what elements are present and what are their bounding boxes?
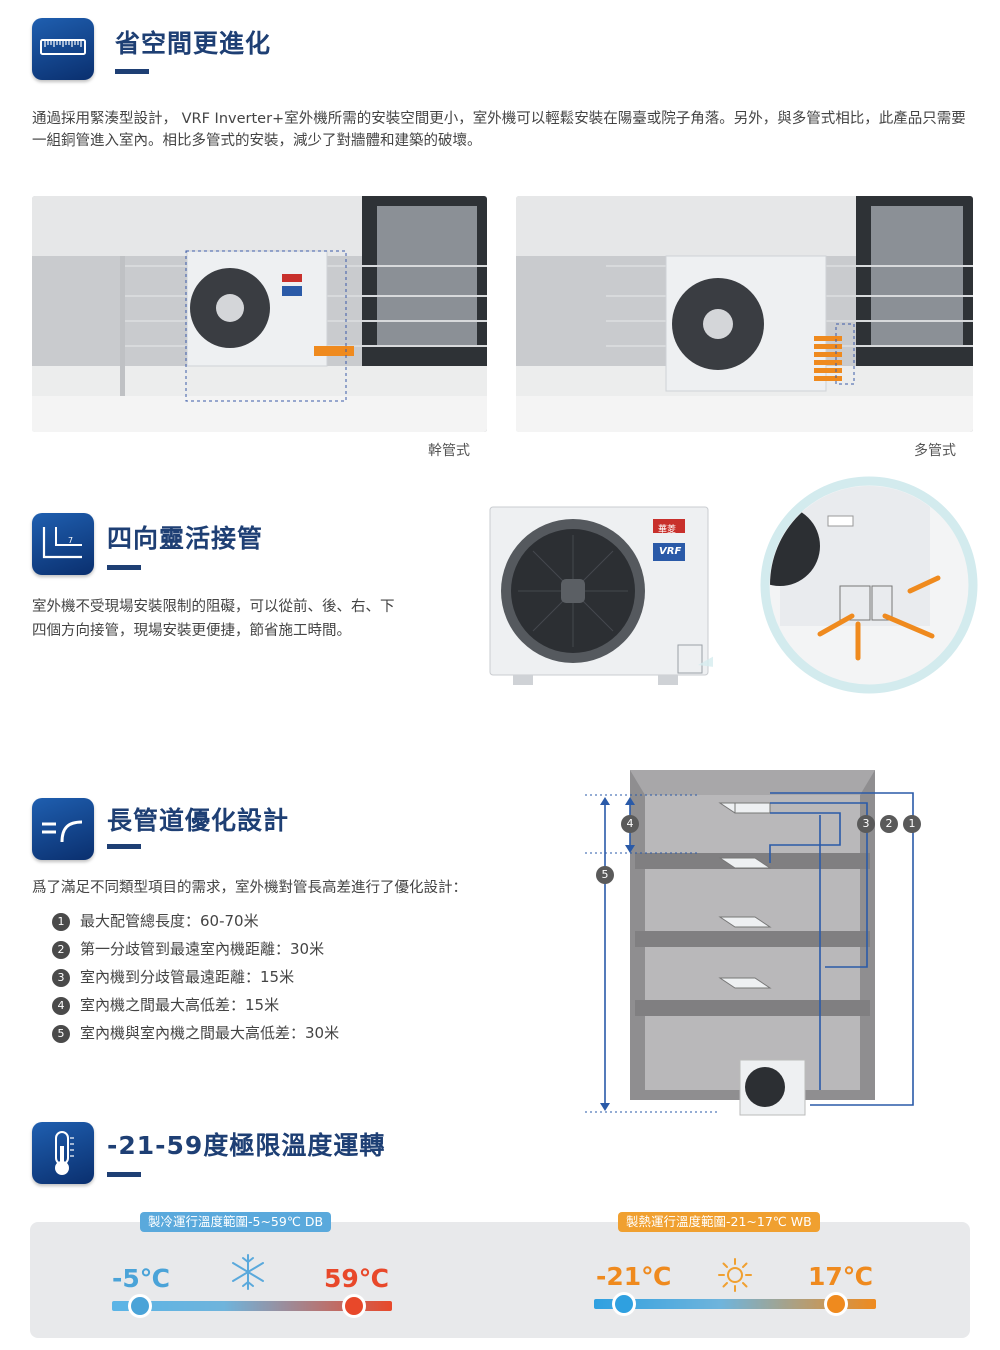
list-item-text: 室內機之間最大高低差：15米 (80, 996, 280, 1014)
caption-multi: 多管式 (914, 443, 956, 459)
cooling-range-bar (112, 1301, 392, 1311)
trunk-pipe-photo (32, 196, 487, 432)
ruler-icon (32, 18, 94, 80)
piping-description-line1: 室外機不受現場安裝限制的阻礙，可以從前、後、右、下 (32, 599, 395, 615)
heating-range-bar (594, 1299, 876, 1309)
title-underline (107, 565, 141, 570)
section-title-space: 省空間更進化 (115, 29, 272, 58)
list-item: 4 室內機之間最大高低差：15米 (52, 994, 279, 1015)
heating-max-knob (824, 1292, 848, 1316)
number-badge: 2 (52, 940, 70, 959)
list-item-text: 最大配管總長度：60-70米 (80, 912, 259, 930)
diagram-number-4: 4 (621, 815, 639, 833)
cooling-max-temp: 59℃ (324, 1264, 390, 1293)
number-badge: 4 (52, 996, 70, 1015)
section-title-piping: 四向靈活接管 (107, 524, 264, 553)
pipe-corner-icon: 7 (32, 513, 94, 575)
building-pipe-diagram: 4 3 2 1 5 (580, 745, 980, 1125)
cooling-min-knob (128, 1294, 152, 1318)
list-item: 5 室內機與室內機之間最大高低差：30米 (52, 1022, 339, 1043)
caption-trunk: 幹管式 (428, 443, 470, 459)
outdoor-unit-image: 華菱 VRF (488, 505, 778, 690)
list-item-text: 室內機與室內機之間最大高低差：30米 (80, 1024, 340, 1042)
svg-text:7: 7 (68, 536, 73, 545)
sun-icon (716, 1256, 754, 1294)
pipe-bend-icon (32, 798, 94, 860)
diagram-number-2: 2 (880, 815, 898, 833)
heating-max-temp: 17℃ (808, 1262, 874, 1291)
list-item-text: 第一分歧管到最遠室內機距離：30米 (80, 940, 325, 958)
cooling-min-temp: -5℃ (112, 1264, 171, 1293)
space-description: 通過採用緊湊型設計， VRF Inverter+室外機所需的安裝空間更小，室外機… (32, 111, 966, 149)
heating-min-knob (612, 1292, 636, 1316)
brand-label: 華菱 (658, 525, 677, 535)
title-underline (107, 1172, 141, 1177)
title-underline (107, 844, 141, 849)
diagram-number-3: 3 (857, 815, 875, 833)
heating-min-temp: -21℃ (596, 1262, 672, 1291)
heating-range-label: 製熱運行溫度範圍-21~17℃ WB (618, 1212, 820, 1232)
vrf-label: VRF (659, 546, 682, 557)
cooling-max-knob (342, 1294, 366, 1318)
list-item: 1 最大配管總長度：60-70米 (52, 910, 259, 931)
thermometer-icon (32, 1122, 94, 1184)
diagram-number-5: 5 (596, 866, 614, 884)
snowflake-icon (228, 1252, 268, 1292)
number-badge: 5 (52, 1024, 70, 1043)
piping-description-line2: 四個方向接管，現場安裝更便捷，節省施工時間。 (32, 623, 351, 639)
title-underline (115, 69, 149, 74)
list-item-text: 室內機到分歧管最遠距離：15米 (80, 968, 295, 986)
pipe-direction-zoom (760, 476, 978, 694)
temperature-panel: 製冷運行溫度範圍-5~59℃ DB -5℃ 59℃ 製熱運行溫度範圍-21~17… (30, 1212, 970, 1338)
list-item: 3 室內機到分歧管最遠距離：15米 (52, 966, 294, 987)
number-badge: 1 (52, 912, 70, 931)
multi-pipe-photo (516, 196, 973, 432)
section-title-temperature: -21-59度極限溫度運轉 (107, 1131, 386, 1160)
section-title-long-pipe: 長管道優化設計 (107, 806, 290, 835)
diagram-number-1: 1 (903, 815, 921, 833)
number-badge: 3 (52, 968, 70, 987)
cooling-range-label: 製冷運行溫度範圍-5~59℃ DB (140, 1212, 332, 1232)
list-item: 2 第一分歧管到最遠室內機距離：30米 (52, 938, 324, 959)
long-pipe-intro: 爲了滿足不同類型項目的需求，室外機對管長高差進行了優化設計： (32, 880, 467, 896)
